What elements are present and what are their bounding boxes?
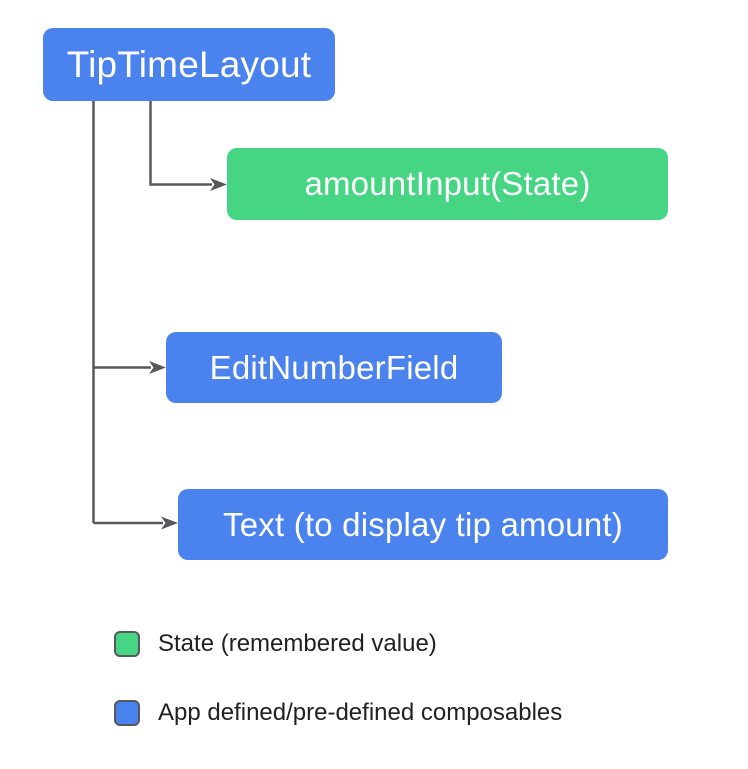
node-tiptimelayout-label: TipTimeLayout	[66, 43, 312, 85]
legend-swatch-state	[114, 631, 140, 657]
legend-item-state: State (remembered value)	[114, 630, 437, 658]
node-text-tip-amount: Text (to display tip amount)	[178, 489, 668, 560]
node-amountinput-label: amountInput(State)	[304, 165, 591, 202]
node-amountinput-state: amountInput(State)	[227, 148, 668, 220]
node-editnumberfield-label: EditNumberField	[209, 348, 459, 386]
arrowhead-icon	[161, 516, 178, 530]
arrowhead-icon	[149, 361, 166, 374]
node-text-label: Text (to display tip amount)	[223, 505, 623, 543]
arrowhead-icon	[210, 178, 227, 191]
legend-item-composable: App defined/pre-defined composables	[114, 699, 562, 727]
legend-label-state: State (remembered value)	[158, 630, 437, 657]
legend-swatch-composable	[114, 700, 140, 726]
edge-tiptimelayout-amountinput	[149, 100, 212, 186]
node-tiptimelayout: TipTimeLayout	[43, 28, 335, 101]
node-editnumberfield: EditNumberField	[166, 332, 502, 403]
legend-label-composable: App defined/pre-defined composables	[158, 699, 563, 726]
